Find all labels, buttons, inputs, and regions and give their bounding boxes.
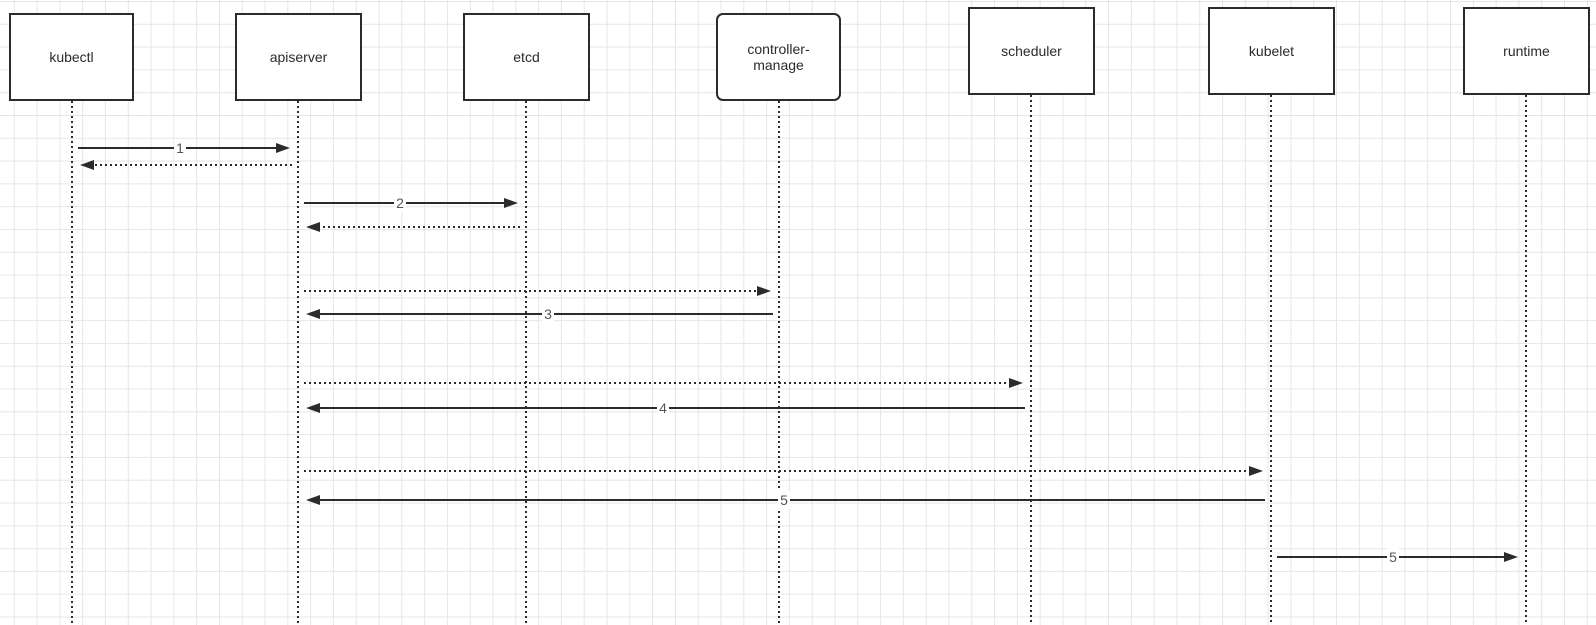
participant-label-kubelet: kubelet — [1248, 43, 1295, 59]
message-11: 5 — [1277, 548, 1518, 566]
message-4 — [306, 222, 520, 232]
participant-kubelet[interactable]: kubelet — [1208, 7, 1335, 95]
message-3: 2 — [304, 194, 518, 212]
participant-kubectl[interactable]: kubectl — [9, 13, 134, 101]
arrowhead-icon — [276, 143, 290, 153]
participant-label-etcd: etcd — [513, 49, 540, 65]
arrowhead-icon — [80, 160, 94, 170]
participant-label-kubectl: kubectl — [49, 49, 94, 65]
message-label-bg — [174, 139, 186, 157]
participant-runtime[interactable]: runtime — [1463, 7, 1590, 95]
message-7 — [304, 378, 1023, 388]
participant-label-apiserver: apiserver — [269, 49, 328, 65]
message-5 — [304, 286, 771, 296]
message-1: 1 — [78, 139, 290, 157]
message-label: 4 — [659, 400, 667, 416]
message-label: 2 — [396, 195, 404, 211]
participant-scheduler[interactable]: scheduler — [968, 7, 1095, 95]
arrowhead-icon — [306, 309, 320, 319]
message-label-bg — [657, 399, 669, 417]
arrowhead-icon — [306, 403, 320, 413]
participant-label-scheduler: scheduler — [1001, 43, 1062, 59]
arrowhead-icon — [504, 198, 518, 208]
arrowhead-icon — [1009, 378, 1023, 388]
participant-label-controller-manage: controller-manage — [747, 41, 810, 73]
message-label-bg — [542, 305, 554, 323]
message-2 — [80, 160, 292, 170]
participant-controller-manage[interactable]: controller-manage — [716, 13, 841, 101]
message-label: 5 — [780, 492, 788, 508]
arrowhead-icon — [1249, 466, 1263, 476]
message-label: 5 — [1389, 549, 1397, 565]
message-label-bg — [778, 491, 790, 509]
message-label: 1 — [176, 140, 184, 156]
message-label-bg — [394, 194, 406, 212]
message-8: 4 — [306, 399, 1025, 417]
message-9 — [304, 466, 1263, 476]
message-10: 5 — [306, 491, 1265, 509]
message-label-bg — [1387, 548, 1399, 566]
participant-etcd[interactable]: etcd — [463, 13, 590, 101]
participant-label-runtime: runtime — [1503, 43, 1550, 59]
arrowhead-icon — [1504, 552, 1518, 562]
arrowhead-icon — [306, 222, 320, 232]
message-6: 3 — [306, 305, 773, 323]
arrowhead-icon — [306, 495, 320, 505]
participant-apiserver[interactable]: apiserver — [235, 13, 362, 101]
arrowhead-icon — [757, 286, 771, 296]
message-label: 3 — [544, 306, 552, 322]
